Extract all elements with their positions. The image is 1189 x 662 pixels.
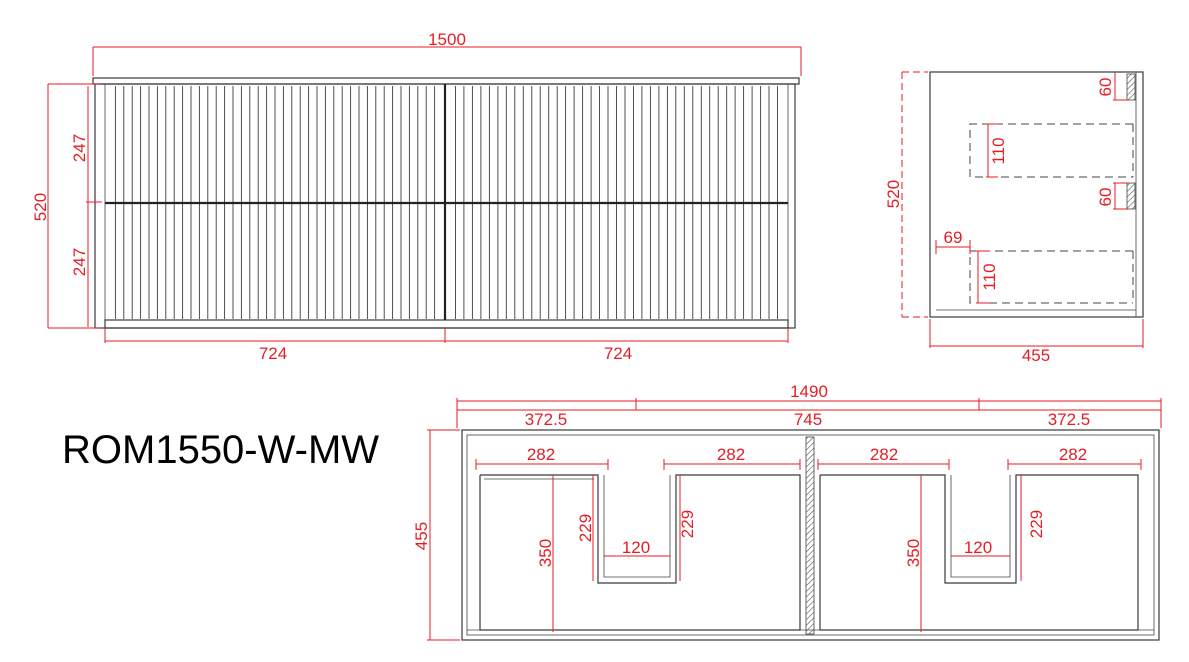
front-height-label: 520 bbox=[31, 193, 50, 221]
side-depth-label: 455 bbox=[1022, 346, 1050, 365]
dim-lower-cutout: 110 bbox=[976, 250, 999, 304]
left-notch-width-label: 120 bbox=[622, 538, 650, 557]
left-notch-inner bbox=[603, 475, 671, 578]
left-drawer-cutout bbox=[479, 474, 801, 631]
middle-gap-label: 60 bbox=[1096, 188, 1115, 207]
dim-notch-depths: 229 229 229 bbox=[576, 475, 1046, 581]
left-bowl-depth-label: 350 bbox=[536, 539, 555, 567]
dim-top-gap: 60 bbox=[1096, 72, 1128, 101]
tray-width-4: 282 bbox=[1059, 445, 1087, 464]
center-segment-label: 745 bbox=[794, 410, 822, 429]
drawer-height-bottom-label: 247 bbox=[70, 248, 89, 276]
plan-depth-label: 455 bbox=[412, 522, 431, 550]
upper-drawer-outline bbox=[969, 123, 1133, 178]
dim-overall-height: 520 bbox=[31, 83, 100, 329]
tray-width-1: 282 bbox=[527, 445, 555, 464]
top-gap-label: 60 bbox=[1096, 78, 1115, 97]
front-view: 1500 520 247 247 724 724 bbox=[31, 30, 802, 363]
dim-notch-widths: 120 120 bbox=[604, 538, 1010, 557]
right-notch-inner bbox=[950, 475, 1011, 578]
right-segment-label: 372.5 bbox=[1048, 410, 1091, 429]
plan-inner-outline bbox=[466, 434, 1155, 636]
dim-plan-segments: 372.5 745 372.5 bbox=[457, 409, 1161, 429]
drawer-height-top-label: 247 bbox=[70, 134, 89, 162]
dim-upper-cutout: 110 bbox=[986, 123, 1008, 178]
model-code: ROM1550-W-MW bbox=[62, 428, 379, 472]
right-notch-depth-label: 229 bbox=[1027, 510, 1046, 538]
right-bowl-depth-label: 350 bbox=[904, 539, 923, 567]
plan-outer-outline bbox=[461, 429, 1160, 641]
right-notch-width-label: 120 bbox=[964, 538, 992, 557]
tray-width-2: 282 bbox=[717, 445, 745, 464]
left-notch-depth-a-label: 229 bbox=[576, 514, 595, 542]
dim-overall-width: 1500 bbox=[92, 30, 802, 76]
side-cabinet-outline bbox=[929, 71, 1144, 318]
side-view: 520 455 60 110 60 69 bbox=[884, 71, 1144, 365]
dim-door-widths: 724 724 bbox=[104, 328, 789, 363]
left-notch-depth-b-label: 229 bbox=[678, 510, 697, 538]
dim-drawer-heights: 247 247 bbox=[70, 86, 102, 327]
side-rail-middle bbox=[1126, 182, 1136, 210]
dim-side-depth: 455 bbox=[929, 319, 1144, 365]
door-width-right-label: 724 bbox=[604, 344, 632, 363]
inset-label: 69 bbox=[944, 228, 963, 247]
front-width-label: 1500 bbox=[428, 30, 466, 49]
lower-drawer-outline bbox=[969, 250, 1133, 304]
left-segment-label: 372.5 bbox=[525, 410, 568, 429]
plan-view: 1490 372.5 745 372.5 455 282 bbox=[412, 382, 1162, 641]
dim-side-height: 520 bbox=[884, 71, 928, 318]
kickboard bbox=[104, 319, 789, 329]
plan-width-label: 1490 bbox=[790, 382, 828, 401]
dim-plan-depth: 455 bbox=[412, 429, 460, 641]
lower-cutout-label: 110 bbox=[980, 263, 999, 290]
countertop bbox=[92, 77, 800, 85]
dim-middle-gap: 60 bbox=[1096, 182, 1128, 210]
plan-center-partition bbox=[805, 436, 815, 635]
dim-bowl-depths: 350 350 bbox=[536, 475, 923, 632]
right-drawer-cutout bbox=[819, 474, 1139, 631]
tray-width-3: 282 bbox=[870, 445, 898, 464]
door-width-left-label: 724 bbox=[259, 344, 287, 363]
dim-inset: 69 bbox=[935, 228, 971, 254]
dim-plan-overall-width: 1490 bbox=[456, 382, 1162, 428]
side-height-label: 520 bbox=[884, 180, 903, 208]
dim-tray-widths: 282 282 282 282 bbox=[475, 445, 1142, 470]
upper-cutout-label: 110 bbox=[989, 137, 1008, 164]
side-rail-top bbox=[1126, 73, 1136, 101]
